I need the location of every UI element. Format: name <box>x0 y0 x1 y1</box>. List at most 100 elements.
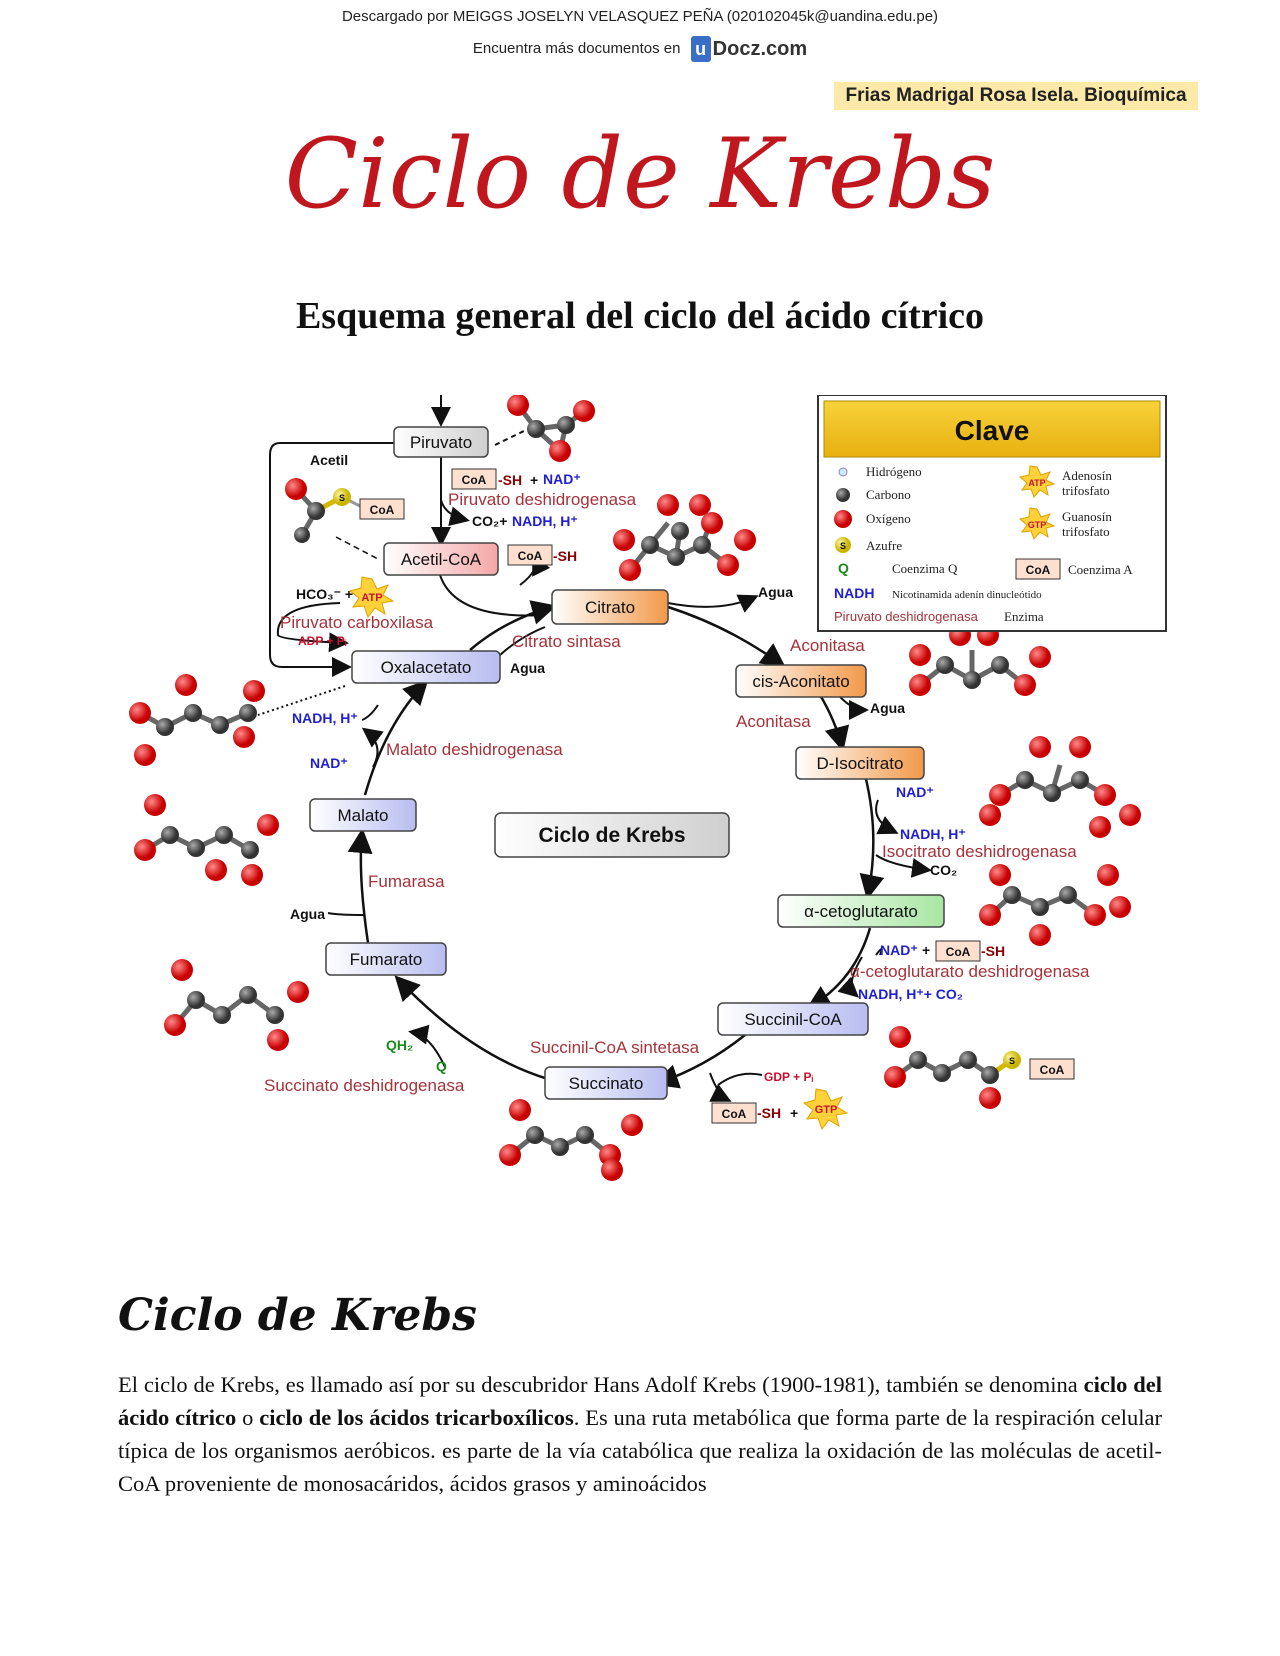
svg-text:Nicotinamida adenín dinucleóti: Nicotinamida adenín dinucleótido <box>892 589 1042 601</box>
svg-text:Piruvato deshidrogenasa: Piruvato deshidrogenasa <box>834 609 979 624</box>
center-label: Ciclo de Krebs <box>494 812 730 858</box>
svg-text:-SH: -SH <box>981 943 1005 959</box>
udocz-logo-icon: u <box>690 36 711 62</box>
page-title: Ciclo de Krebs <box>284 118 996 230</box>
more-documents-text: Encuentra más documentos en <box>472 39 681 57</box>
svg-text:Succinato: Succinato <box>569 1074 644 1093</box>
svg-text:Hidrógeno: Hidrógeno <box>866 464 922 479</box>
svg-text:NADH: NADH <box>834 585 874 601</box>
svg-text:ATP: ATP <box>361 592 382 604</box>
svg-text:Guanosín: Guanosín <box>1062 509 1112 524</box>
svg-text:ATP: ATP <box>1028 478 1045 488</box>
svg-text:Adenosín: Adenosín <box>1062 468 1112 483</box>
label-nad-isocitrato: NAD⁺ <box>896 784 934 800</box>
label-q: Q <box>436 1058 447 1074</box>
para-bold-1: ciclo del ácido cítrico <box>118 1372 1162 1430</box>
label-nadh-isocitrato: NADH, H⁺ <box>900 826 966 842</box>
svg-text:Coenzima A: Coenzima A <box>1068 562 1133 577</box>
svg-text:-SH: -SH <box>757 1105 781 1121</box>
label-nad-malato: NAD⁺ <box>310 755 348 771</box>
svg-text:-SH: -SH <box>553 548 577 564</box>
node-oxalacetato: Oxalacetato <box>351 650 501 684</box>
enzyme-aconitasa-2: Aconitasa <box>736 712 811 731</box>
molecule-cetoglutarato <box>979 864 1131 946</box>
molecule-acetil: S CoA <box>285 478 405 543</box>
svg-text:CoA: CoA <box>722 1107 747 1121</box>
coa-sh-gtp-succinil: CoA -SH + GTP <box>711 1088 849 1131</box>
enzyme-citrato-sintasa: Citrato sintasa <box>512 632 621 651</box>
molecule-succinato <box>499 1099 643 1181</box>
svg-text:S: S <box>840 541 846 551</box>
atp-star-carboxilasa: ATP <box>348 576 395 619</box>
label-co2-isocitrato: CO₂ <box>930 862 957 878</box>
krebs-cycle-diagram: Piruvato Acetil-CoA Citrato cis-Aconitat… <box>129 395 1167 1181</box>
side-arrows <box>269 395 932 1102</box>
svg-text:GTP: GTP <box>815 1104 838 1116</box>
node-cis-aconitato: cis-Aconitato <box>735 664 867 698</box>
svg-text:+: + <box>790 1105 798 1121</box>
nad-coa-sh-cetoglutarato: NAD⁺ + CoA -SH <box>880 940 1005 962</box>
svg-text:+: + <box>922 942 930 958</box>
svg-text:Citrato: Citrato <box>585 598 635 617</box>
enzyme-fumarasa: Fumarasa <box>368 872 445 891</box>
molecule-cis-aconitato <box>909 624 1051 696</box>
label-adp-pi: ADP + Pᵢ <box>298 634 347 648</box>
label-acetil: Acetil <box>310 452 348 468</box>
svg-text:Succinil-CoA: Succinil-CoA <box>744 1010 842 1029</box>
para-text-1: El ciclo de Krebs, es llamado así por su… <box>118 1372 1084 1397</box>
enzyme-piruvato-carboxilasa: Piruvato carboxilasa <box>280 613 434 632</box>
node-succinil-coa: Succinil-CoA <box>717 1002 869 1036</box>
svg-text:trifosfato: trifosfato <box>1062 524 1110 539</box>
label-agua-aconitato: Agua <box>870 700 905 716</box>
coa-sh-nad-top: CoA -SH + NAD⁺ <box>451 468 581 490</box>
svg-text:Ciclo de Krebs: Ciclo de Krebs <box>538 824 685 847</box>
node-citrato: Citrato <box>551 589 669 625</box>
label-nadh-co2-cetoglutarato: NADH, H⁺+ CO₂ <box>858 986 963 1002</box>
svg-text:S: S <box>339 493 345 503</box>
node-fumarato: Fumarato <box>325 942 447 976</box>
para-text-3: . Es una ruta metabólica que forma parte… <box>118 1405 1162 1496</box>
molecule-succinil-coa: S CoA <box>884 1026 1075 1109</box>
enzyme-succinato-deshidrogenasa: Succinato deshidrogenasa <box>264 1076 465 1095</box>
molecule-piruvato <box>507 395 595 462</box>
node-succinato: Succinato <box>544 1066 668 1100</box>
para-bold-2: ciclo de los ácidos tricarboxílicos <box>259 1405 574 1430</box>
svg-text:CoA: CoA <box>462 473 487 487</box>
svg-text:+: + <box>530 472 538 488</box>
label-nadh-top: NADH, H⁺ <box>512 513 578 529</box>
svg-text:-SH: -SH <box>498 472 522 488</box>
cycle-arrows <box>347 600 885 1089</box>
svg-text:Malato: Malato <box>337 806 388 825</box>
svg-text:CoA: CoA <box>1040 1063 1065 1077</box>
download-notice: Descargado por MEIGGS JOSELYN VELASQUEZ … <box>341 8 939 25</box>
svg-text:Coenzima Q: Coenzima Q <box>892 561 958 576</box>
enzyme-alfa-cetoglutarato-deshidrogenasa: α-cetoglutarato deshidrogenasa <box>850 962 1090 981</box>
svg-text:Q: Q <box>838 560 849 576</box>
svg-text:cis-Aconitato: cis-Aconitato <box>752 672 849 691</box>
svg-text:GTP: GTP <box>1028 520 1047 530</box>
svg-text:Fumarato: Fumarato <box>350 950 423 969</box>
molecule-malato <box>134 794 279 886</box>
svg-text:trifosfato: trifosfato <box>1062 483 1110 498</box>
label-qh2: QH₂ <box>386 1037 413 1053</box>
svg-text:NAD⁺: NAD⁺ <box>880 942 918 958</box>
node-d-isocitrato: D-Isocitrato <box>795 746 925 780</box>
svg-text:Carbono: Carbono <box>866 487 911 502</box>
label-co2-plus: CO₂+ <box>472 513 507 529</box>
svg-text:CoA: CoA <box>370 503 395 517</box>
node-acetil-coa: Acetil-CoA <box>383 542 499 576</box>
section-heading: Ciclo de Krebs <box>118 1290 477 1341</box>
svg-text:Enzima: Enzima <box>1004 609 1044 624</box>
label-nadh-malato: NADH, H⁺ <box>292 710 358 726</box>
svg-text:Piruvato: Piruvato <box>410 433 472 452</box>
label-gdp-pi: GDP + Pᵢ <box>764 1070 813 1084</box>
enzyme-succinil-coa-sintetasa: Succinil-CoA sintetasa <box>530 1038 700 1057</box>
svg-text:Azufre: Azufre <box>866 538 902 553</box>
key-title: Clave <box>955 415 1030 446</box>
label-agua-citrato: Agua <box>510 660 545 676</box>
label-hco3: HCO₃⁻ + <box>296 586 353 602</box>
udocz-logo-text: Docz.com <box>712 38 808 60</box>
